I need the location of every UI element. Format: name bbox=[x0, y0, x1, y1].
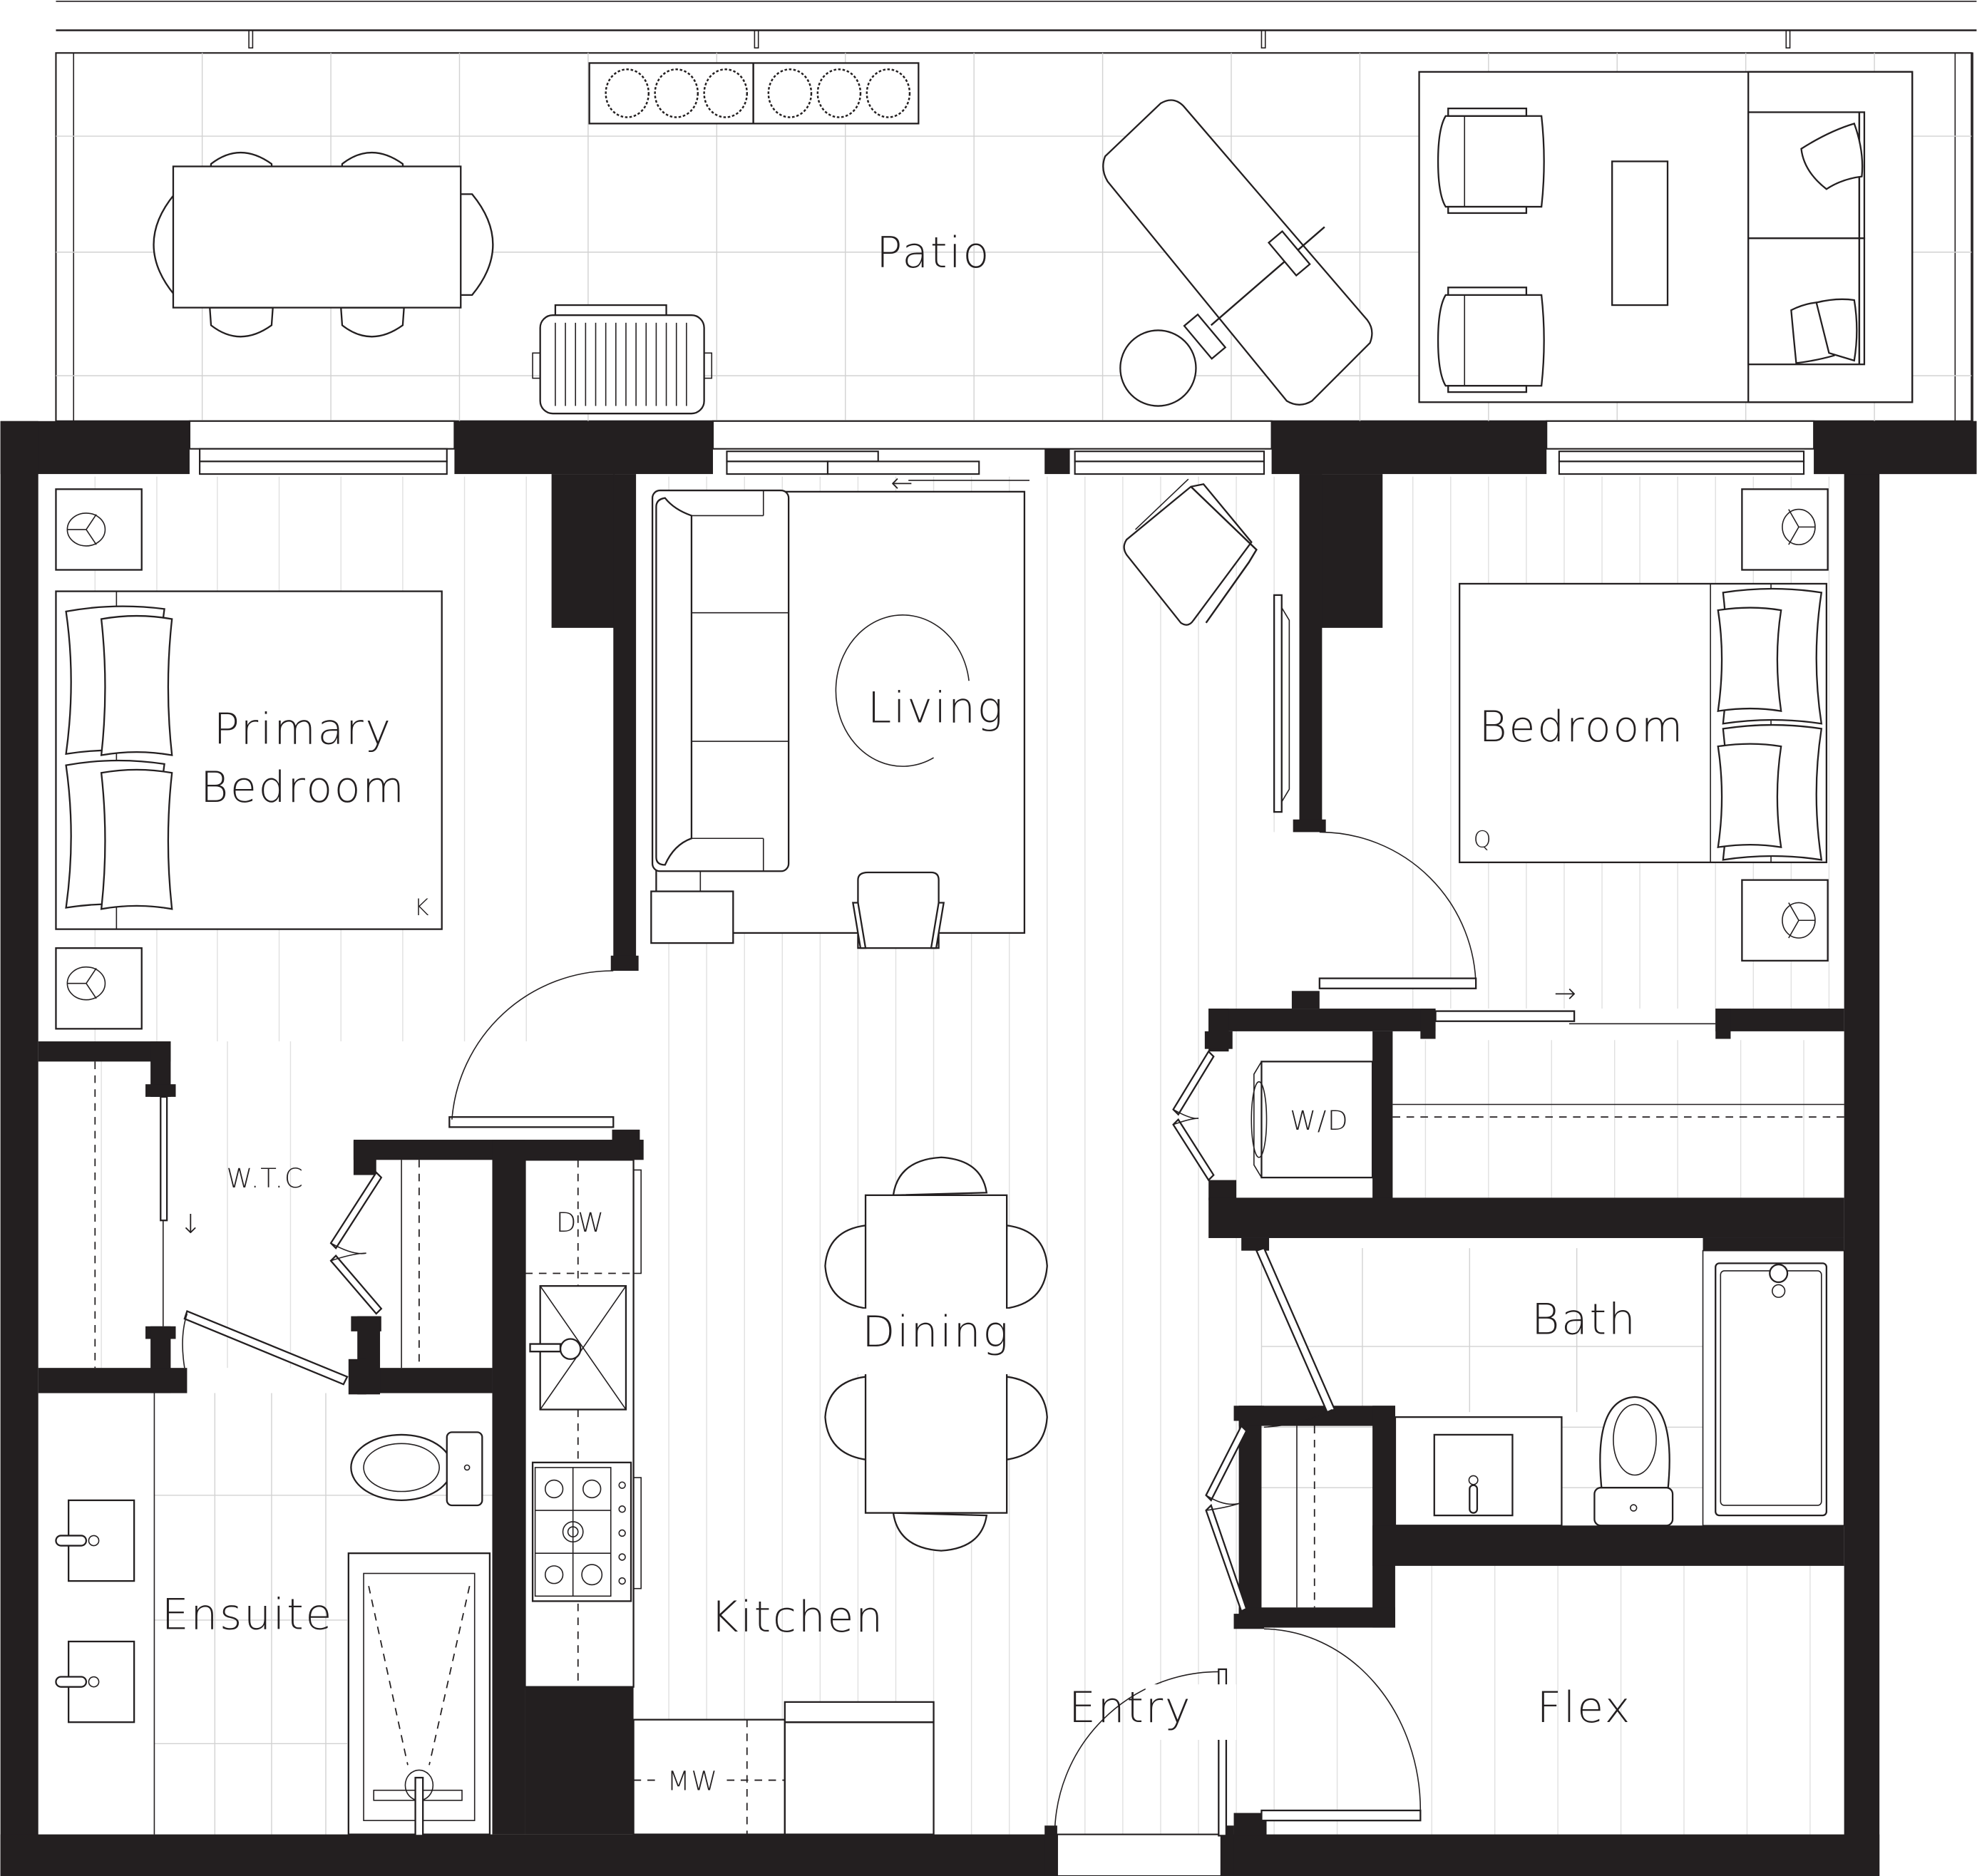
bedroom: Q Bedroom → bbox=[1318, 488, 1829, 1025]
bath-door[interactable] bbox=[1255, 1247, 1336, 1428]
laundry-bifold-door[interactable] bbox=[1172, 1050, 1215, 1182]
bedroom-closet-slider[interactable] bbox=[1434, 1010, 1716, 1025]
lounge-chair bbox=[1102, 99, 1373, 407]
side-table bbox=[650, 890, 734, 944]
entry-closet bbox=[1205, 1424, 1315, 1613]
patio-area: Patio bbox=[55, 0, 1977, 422]
grill bbox=[532, 304, 713, 415]
vanity-sink-1 bbox=[55, 1499, 135, 1582]
kitchen: DW MW Kitch bbox=[524, 1159, 935, 1835]
tv-console bbox=[1273, 594, 1290, 813]
laundry-closet: W/D bbox=[1172, 1050, 1374, 1182]
nightstand-bottom bbox=[55, 947, 143, 1030]
dining-label: Dining bbox=[862, 1307, 1010, 1357]
living-armchair bbox=[851, 871, 945, 949]
dining-chairs bbox=[824, 1156, 1048, 1552]
primary-bedroom-door[interactable] bbox=[448, 970, 615, 1128]
ensuite-label: Ensuite bbox=[162, 1589, 334, 1639]
dishwasher-label: DW bbox=[556, 1207, 605, 1238]
living: ← Livin bbox=[650, 468, 1290, 949]
vanity-sink-2 bbox=[55, 1640, 135, 1723]
sofa bbox=[651, 489, 790, 872]
dining: Dining bbox=[824, 1156, 1048, 1552]
toilet bbox=[350, 1431, 483, 1507]
bedroom-nightstand-bottom bbox=[1741, 879, 1829, 962]
closet-row bbox=[1392, 1103, 1844, 1118]
nightstand-top bbox=[55, 488, 143, 571]
kitchen-sink bbox=[529, 1285, 627, 1411]
living-ceiling-light bbox=[835, 614, 970, 767]
flex-label: Flex bbox=[1537, 1683, 1632, 1733]
washer-dryer bbox=[1251, 1061, 1374, 1179]
washer-dryer-label: W/D bbox=[1290, 1106, 1349, 1136]
gas-cooktop bbox=[531, 1461, 642, 1602]
lounge-rug bbox=[1418, 71, 1914, 403]
bedroom-slider-arrow: → bbox=[1554, 978, 1578, 1009]
bedroom-label: Bedroom bbox=[1479, 702, 1685, 752]
patio-dining-set bbox=[153, 151, 494, 338]
primary-bedroom-label-line1: Primary bbox=[214, 705, 393, 755]
bath: Bath bbox=[1255, 1247, 1845, 1527]
entry-label: Entry bbox=[1069, 1683, 1192, 1733]
living-label: Living bbox=[868, 684, 1005, 733]
bedroom-nightstand-top bbox=[1741, 488, 1829, 571]
bed-size-k: K bbox=[414, 894, 429, 921]
flex: Flex bbox=[1537, 1683, 1632, 1733]
wtc-bifold-door[interactable] bbox=[329, 1171, 383, 1315]
accent-chair bbox=[1123, 478, 1258, 626]
bedroom-door[interactable] bbox=[1318, 831, 1477, 989]
walls bbox=[0, 420, 1977, 1876]
entry-closet-bifold-door[interactable] bbox=[1205, 1424, 1248, 1613]
microwave-label: MW bbox=[667, 1766, 719, 1797]
ensuite: Ensuite bbox=[55, 1393, 491, 1837]
patio-label: Patio bbox=[876, 228, 991, 278]
bath-vanity bbox=[1394, 1416, 1563, 1527]
bathtub bbox=[1702, 1249, 1845, 1527]
entry-door[interactable] bbox=[1054, 1668, 1228, 1837]
ensuite-door[interactable] bbox=[182, 1310, 349, 1386]
primary-bedroom: K Primary Bedroom bbox=[55, 488, 615, 1128]
bath-label: Bath bbox=[1531, 1294, 1638, 1344]
kitchen-label: Kitchen bbox=[710, 1592, 885, 1642]
planter-box bbox=[588, 62, 920, 125]
refrigerator bbox=[784, 1701, 935, 1835]
walk-through-closet: ↓ W.T.C bbox=[94, 1061, 420, 1386]
flex-door[interactable] bbox=[1260, 1628, 1422, 1822]
wtc-slider-arrow: ↓ bbox=[180, 1209, 203, 1240]
entry: Entry bbox=[1054, 1628, 1422, 1837]
shower bbox=[347, 1552, 491, 1837]
king-bed: K bbox=[55, 590, 443, 930]
bed-size-q: Q bbox=[1474, 826, 1491, 853]
primary-bedroom-label-line2: Bedroom bbox=[200, 763, 406, 813]
wtc-label: W.T.C bbox=[227, 1163, 304, 1194]
queen-bed: Q bbox=[1459, 582, 1828, 864]
bath-toilet bbox=[1593, 1396, 1674, 1527]
